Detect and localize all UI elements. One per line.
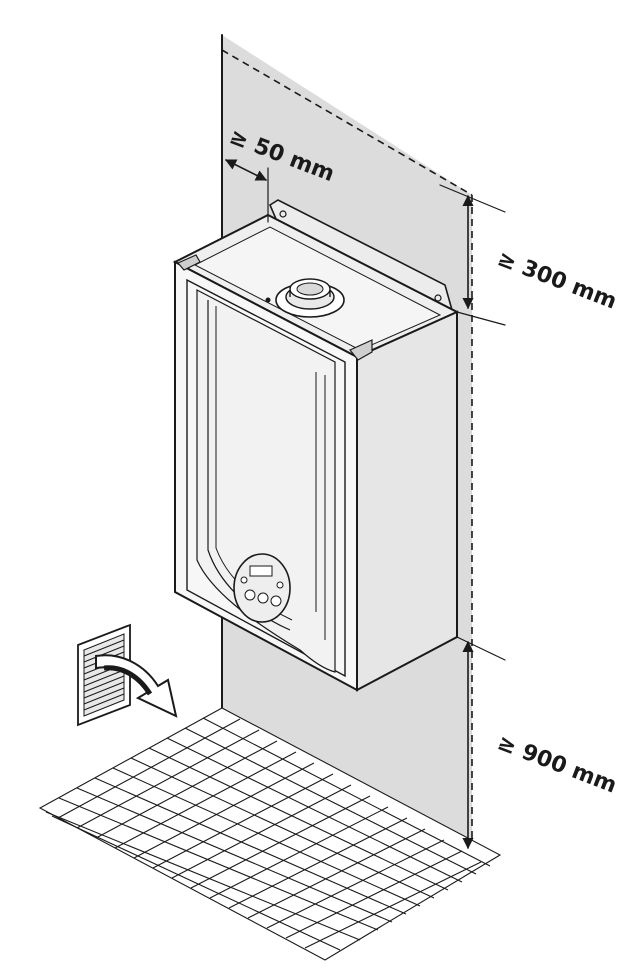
floor-grid xyxy=(38,707,502,961)
side-clearance-dimension xyxy=(224,159,269,223)
bottom-clearance-label: ≥ 900 mm xyxy=(494,730,620,798)
airflow-arrow xyxy=(95,654,178,718)
bottom-clearance-dimension xyxy=(456,636,506,850)
top-clearance-dimension xyxy=(439,184,506,326)
control-panel xyxy=(233,553,291,623)
ventilation-grille xyxy=(77,623,131,727)
top-clearance-label: ≥ 300 mm xyxy=(494,246,620,314)
flue-outlet xyxy=(275,278,345,318)
boiler xyxy=(172,213,460,692)
